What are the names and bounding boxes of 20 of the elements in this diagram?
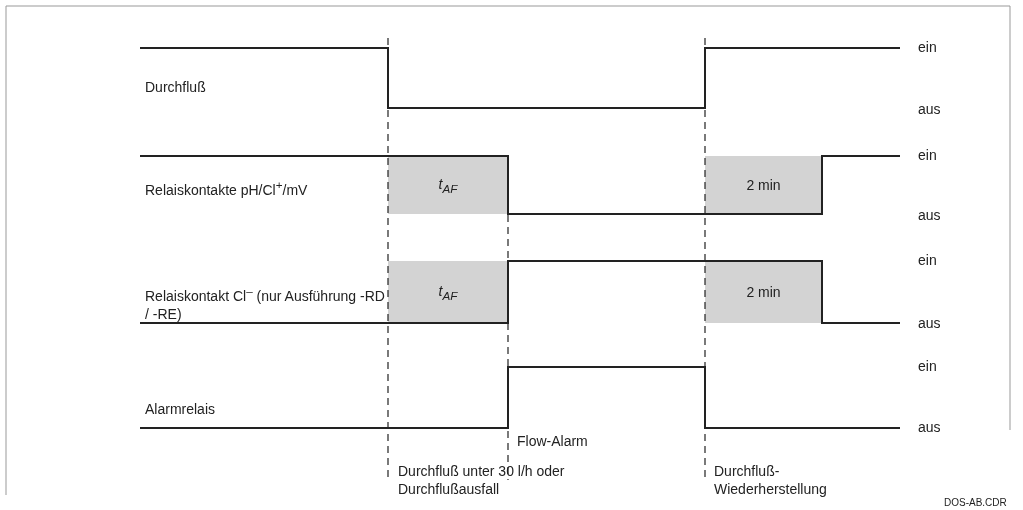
event-label: Flow-Alarm (517, 432, 588, 450)
time-interval-box: 2 min (705, 156, 822, 214)
file-name: DOS-AB.CDR (944, 497, 1007, 509)
time-interval-box: t$_{AF}$ (388, 261, 508, 323)
state-label: ein (918, 38, 937, 56)
state-label: ein (918, 357, 937, 375)
time-interval-box: 2 min (705, 261, 822, 323)
signal-name: Durchfluß (145, 78, 206, 96)
state-label: aus (918, 206, 941, 224)
signal-name: Alarmrelais (145, 400, 215, 418)
event-label: Durchfluß- Wiederherstellung (714, 462, 828, 498)
state-label: ein (918, 251, 937, 269)
state-label: aus (918, 418, 941, 436)
event-label: Durchfluß unter 30 l/h oder Durchflußausfall (398, 462, 566, 498)
state-label: aus (918, 314, 941, 332)
time-interval-box: t$_{AF}$ (388, 156, 508, 214)
state-label: ein (918, 146, 937, 164)
state-label: aus (918, 100, 941, 118)
signal-name: Relaiskontakt Cl$^{–}$ (nur Ausführung -RD / -RE) (145, 283, 385, 323)
signal-name: Relaiskontakte pH/Cl$^{+}$/mV (145, 177, 308, 199)
